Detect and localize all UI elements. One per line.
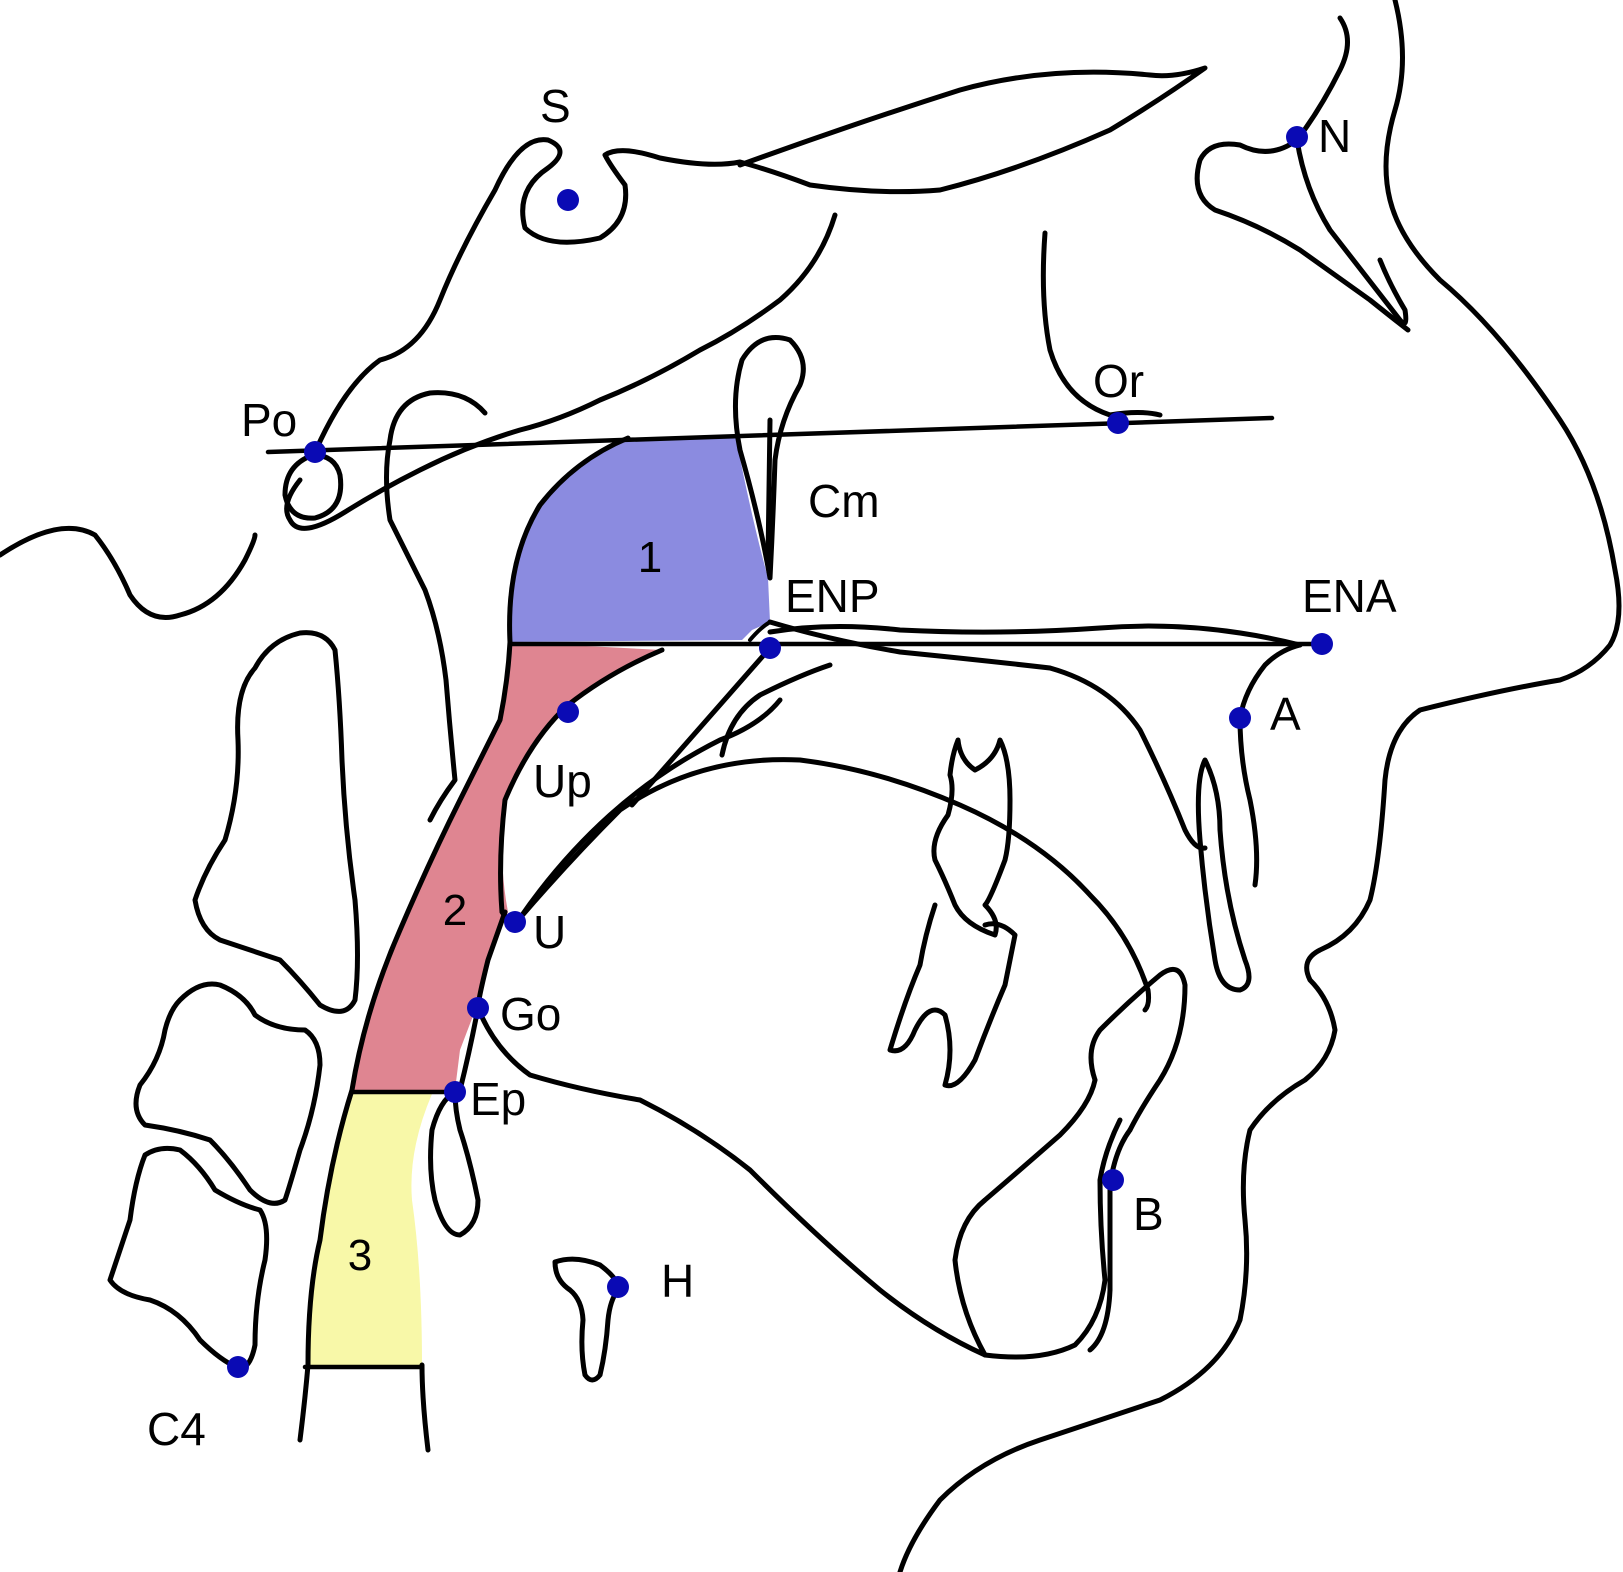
label-ep: Ep: [470, 1073, 526, 1125]
label-enp: ENP: [785, 570, 880, 622]
b-point-dot: [1102, 1169, 1124, 1191]
mandible-outline: [475, 1005, 1123, 1360]
label-h: H: [661, 1255, 694, 1307]
label-s: S: [540, 80, 571, 132]
chin-outline: [1087, 1127, 1133, 1353]
pharyngeal-lower-wall: [419, 1362, 431, 1453]
frankfort-horizontal-line: [265, 415, 1275, 455]
hyoid-outline: [552, 1256, 621, 1383]
reference-lines: [265, 415, 1325, 1370]
frontal-nasal-outline: [1194, 15, 1411, 333]
enp-dot: [759, 637, 781, 659]
orbit-outline: [1040, 230, 1163, 418]
hard-palate-outline: [767, 619, 1208, 851]
maxilla-anterior-outline: [1237, 642, 1303, 888]
up-dot: [557, 701, 579, 723]
landmark-labels: S N Or Po Cm ENP ENA A Up U Go Ep B H C4: [147, 80, 1397, 1455]
pterygoid-plate-outline: [733, 335, 806, 581]
label-cm: Cm: [808, 475, 880, 527]
nasal-bone-outline: [1294, 137, 1409, 326]
ear-outline: [282, 452, 344, 521]
palate-posterior-curve: [748, 620, 772, 642]
c4-dot: [227, 1356, 249, 1378]
epiglottis-outline: [428, 1089, 481, 1238]
orbitale-dot: [1107, 412, 1129, 434]
label-up: Up: [533, 755, 592, 807]
cranial-base-outline: [313, 65, 1208, 453]
label-ena: ENA: [1302, 570, 1397, 622]
nasal-floor-outline: [767, 623, 1303, 648]
a-point-dot: [1229, 707, 1251, 729]
upper-incisor-outline: [1195, 757, 1252, 993]
lower-incisor-outline: [1088, 966, 1188, 1133]
region-labels: 1 2 3: [348, 533, 662, 1280]
tongue-dorsum-outline: [517, 757, 1152, 1013]
region-3-hypopharynx: [308, 1094, 432, 1365]
ramus-anterior-border: [719, 662, 833, 758]
region-3-label: 3: [348, 1231, 372, 1280]
vertebra-c2: [192, 630, 360, 1014]
porion-dot: [304, 441, 326, 463]
label-b: B: [1133, 1188, 1164, 1240]
upper-molar-outline: [931, 737, 1013, 938]
label-a: A: [1270, 688, 1301, 740]
label-n: N: [1318, 110, 1351, 162]
hyoid-dot: [607, 1276, 629, 1298]
vertebra-c3: [133, 981, 323, 1206]
airway-regions: [308, 438, 770, 1365]
label-po: Po: [241, 394, 297, 446]
u-dot: [504, 911, 526, 933]
gonion-dot: [467, 997, 489, 1019]
region-2-oropharynx: [352, 642, 662, 1090]
region-1-nasopharynx: [509, 438, 770, 642]
mandible-inner-outline: [952, 1077, 1098, 1358]
label-c4: C4: [147, 1403, 206, 1455]
ena-dot: [1311, 633, 1333, 655]
nasion-dot: [1286, 126, 1308, 148]
lower-molar-outline: [887, 902, 1018, 1089]
mastoid-outline: [384, 390, 488, 823]
soft-tissue-forehead: [897, 0, 1622, 1572]
sphenoid-outline: [284, 212, 838, 531]
label-or: Or: [1093, 355, 1144, 407]
occipital-outline: [0, 525, 258, 620]
landmark-dots: [227, 126, 1333, 1378]
label-go: Go: [500, 988, 561, 1040]
region-2-label: 2: [443, 886, 467, 935]
pharyngeal-ramus-line: [629, 645, 773, 808]
region-1-label: 1: [638, 533, 662, 582]
sella-dot: [557, 189, 579, 211]
label-u: U: [533, 906, 566, 958]
ep-dot: [444, 1081, 466, 1103]
pterygoid-inner-line: [765, 417, 773, 563]
posterior-pharyngeal-wall: [297, 435, 631, 1443]
